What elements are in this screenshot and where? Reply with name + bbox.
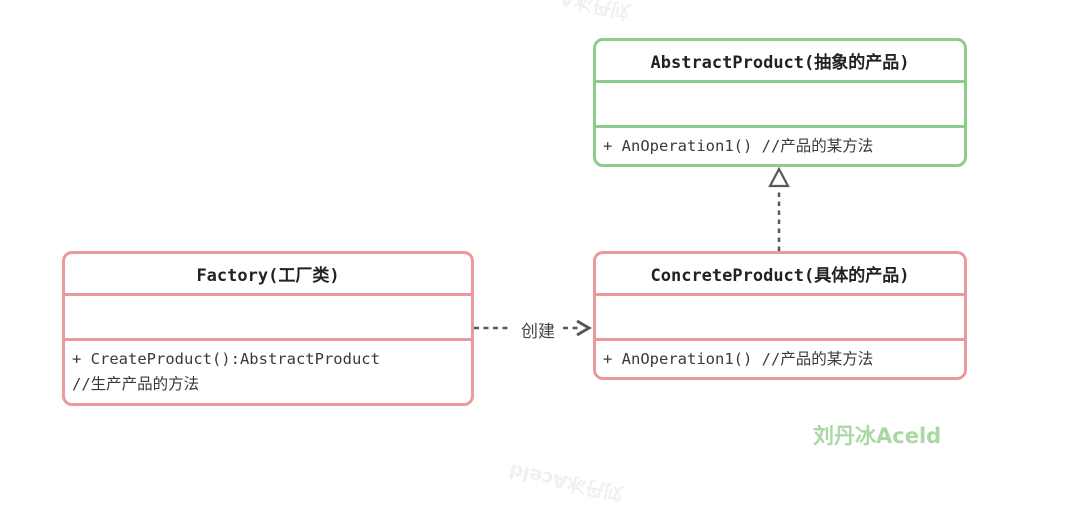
class-box-abstract-product: AbstractProduct(抽象的产品) + AnOperation1() …	[593, 38, 967, 167]
class-title: ConcreteProduct(具体的产品)	[596, 254, 964, 296]
faint-watermark-bottom: 刘丹冰Aceld	[507, 459, 626, 505]
class-attributes-empty	[596, 296, 964, 341]
class-methods: + AnOperation1() //产品的某方法	[596, 341, 964, 377]
edge-label-create: 创建	[521, 322, 555, 342]
class-method: + AnOperation1() //产品的某方法	[603, 349, 874, 368]
class-method: + CreateProduct():AbstractProduct	[72, 350, 380, 368]
hollow-triangle-arrowhead-icon	[768, 166, 790, 188]
open-arrowhead-icon	[576, 319, 592, 337]
signature-watermark: 刘丹冰Aceld	[813, 424, 942, 448]
class-box-factory: Factory(工厂类) + CreateProduct():AbstractP…	[62, 251, 474, 406]
realization-arrow	[768, 166, 790, 251]
class-attributes-empty	[596, 83, 964, 128]
class-method-comment: //生产产品的方法	[72, 375, 200, 393]
class-box-concrete-product: ConcreteProduct(具体的产品) + AnOperation1() …	[593, 251, 967, 380]
class-title: Factory(工厂类)	[65, 254, 471, 296]
class-methods: + CreateProduct():AbstractProduct //生产产品…	[65, 341, 471, 403]
class-attributes-empty	[65, 296, 471, 341]
class-methods: + AnOperation1() //产品的某方法	[596, 128, 964, 164]
class-method: + AnOperation1() //产品的某方法	[603, 136, 874, 155]
faint-watermark-top: 刘丹冰Aceld	[514, 0, 633, 23]
class-title: AbstractProduct(抽象的产品)	[596, 41, 964, 83]
